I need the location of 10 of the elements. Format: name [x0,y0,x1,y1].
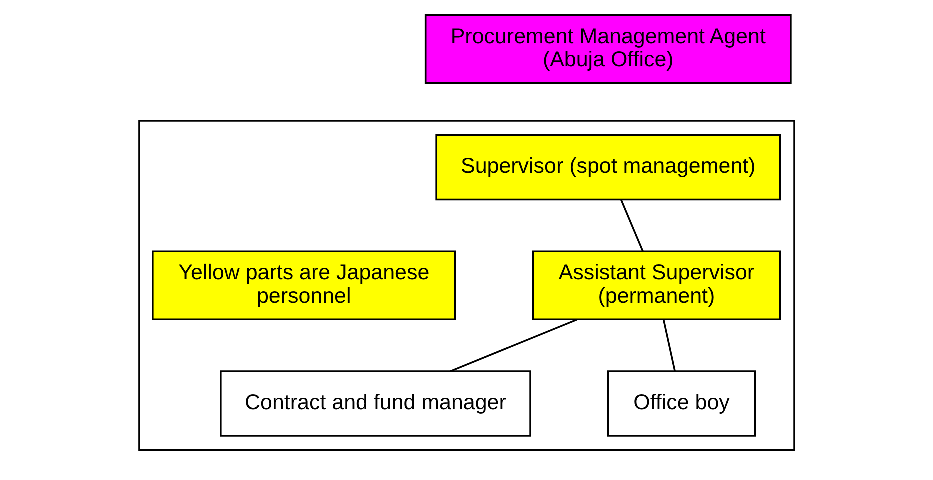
cluster [138,120,795,452]
node-box: Yellow parts are Japanese personnel [152,250,456,321]
node-box: Procurement Management Agent (Abuja Office) [424,14,792,84]
node-box: Office boy [607,370,756,437]
connector [620,200,644,252]
node-box: Contract and fund manager [220,370,531,437]
node-box: Supervisor (spot management) [435,134,781,201]
connector [662,320,676,372]
node-box: Assistant Supervisor (permanent) [532,250,781,321]
connector [450,319,577,372]
